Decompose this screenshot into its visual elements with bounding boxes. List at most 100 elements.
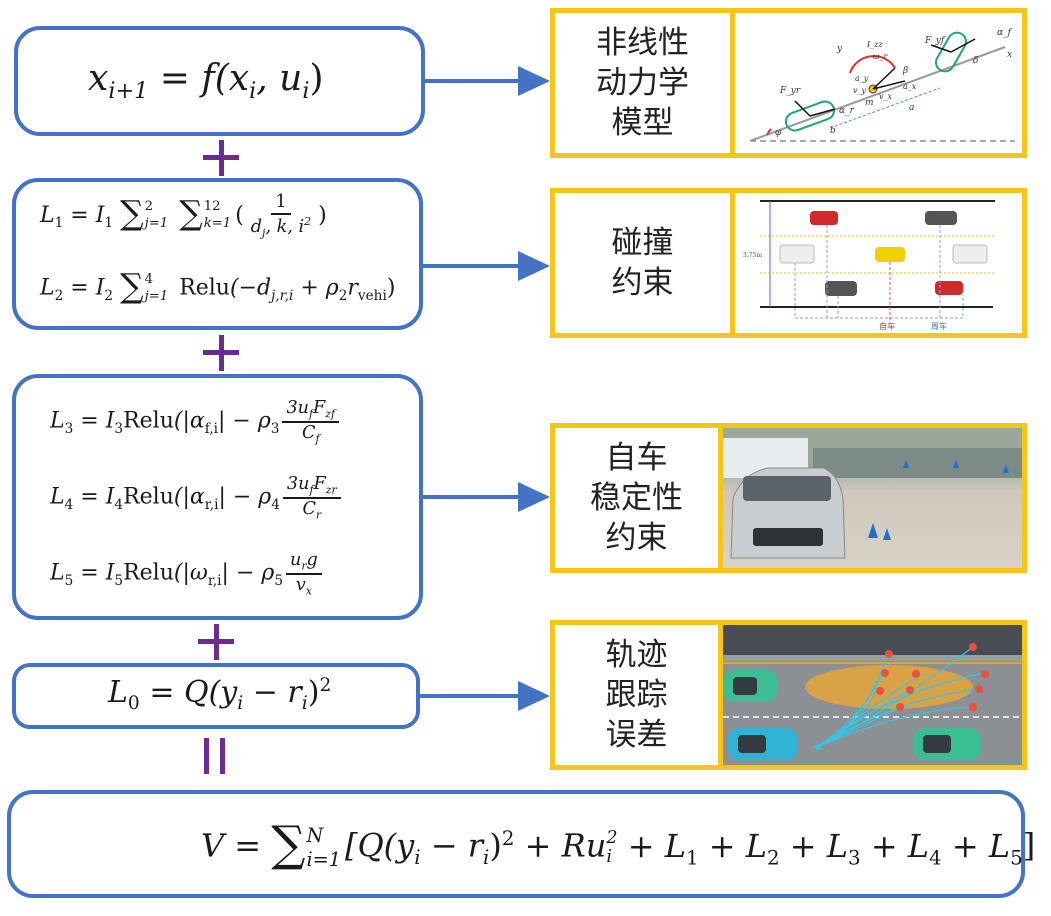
svg-text:3.75m: 3.75m [743,252,762,259]
paren-close: ) [386,275,396,301]
endpoint-markers [876,643,989,711]
cost-term-sub: 2 [766,846,780,870]
x-sub: i+1 [108,78,149,105]
car-photo-icon [723,428,1022,559]
sum-upper: 4 [144,272,154,288]
l2-plus-rho: + ρ [293,275,339,301]
arrow-4 [420,681,550,711]
svg-text:y: y [836,44,843,54]
l1-coef-sub: 1 [104,215,114,232]
arrow-3 [423,482,550,512]
trajectory-sampling-diagram [723,625,1022,765]
lane-collision-diagram: 3.75m 自车 周车 [735,193,1022,333]
panel-label: 碰撞约束 [555,193,735,333]
tracking-formula-box: L0 = Q(yi − ri)2 [12,663,420,729]
cost-term: + L [779,826,849,865]
trajectory-curves [817,646,984,748]
l2-eq: = [70,275,89,301]
cost-term-sub: 3 [848,846,861,870]
svg-text:I_zz: I_zz [866,40,883,49]
l2-coef: I [95,275,105,301]
cost-term: + L [698,826,767,865]
arrow-shaft [423,264,520,268]
vehicle-test-photo [723,428,1022,568]
svg-text:v_y: v_y [853,86,867,95]
denominator: dj, k, i2 [250,215,312,240]
arrow-1 [425,66,550,96]
panel-stability-constraint: 自车稳定性约束 [550,423,1027,573]
plus-operator-2 [203,335,239,371]
paren-open: ( [235,202,244,228]
svg-text:自车: 自车 [879,321,895,331]
svg-text:F_yr: F_yr [779,86,801,96]
arrow-head-icon [518,251,550,281]
svg-text:v_x: v_x [879,92,893,101]
l2-name: L [40,275,55,301]
panel-label: 轨迹跟踪误差 [555,625,723,765]
l1-sub: 1 [54,215,64,232]
cost-term: + L [617,826,686,865]
svg-text:m: m [865,98,874,108]
l2-coef-sub: 2 [104,288,114,305]
cost-term: + L [941,826,1011,865]
trajectory-scene-icon [723,625,1022,760]
bicycle-model-icon: φ F_yr α_r b m v_y v_x a_y a_x a y I_zz … [749,28,1015,142]
arrow-shaft [425,79,520,83]
cost-term-sub: 5 [1010,846,1023,870]
equals-operator [204,738,226,774]
args-open: (x [214,58,250,99]
sum-lower: k=1 [203,215,232,231]
dynamics-formula-box: xi+1 = f(xi, ui) [14,26,425,136]
paren-close: ) [318,202,327,228]
r-sub: vehi [357,288,387,305]
svg-text:α_f: α_f [997,28,1013,38]
f-func: f [201,58,215,99]
svg-text:F_yf: F_yf [924,36,946,46]
panel-label: 非线性动力学模型 [555,13,735,153]
cost-term: + L [860,826,930,865]
arg2-sub: i [302,78,310,105]
cost-term-sub: 1 [685,846,699,870]
arrow-shaft [423,495,520,499]
relu-func: Relu [179,275,230,301]
svg-text:ω_r: ω_r [873,52,889,61]
svg-text:a: a [909,103,914,113]
l2-open: (−d [229,275,272,301]
d-sub: j,r,i [271,288,294,305]
sum-upper: 2 [144,199,154,215]
sum-symbol: ∑ [120,193,144,233]
vehicle-dynamics-diagram: φ F_yr α_r b m v_y v_x a_y a_x a y I_zz … [735,13,1022,153]
plus-operator-3 [198,624,234,660]
arg1-sub: i [249,78,257,105]
l1-eq: = [70,202,89,228]
l1-name: L [40,202,55,228]
dynamics-formula: xi+1 = f(xi, ui) [88,58,324,104]
rho-sub: 2 [338,288,348,305]
svg-text:a_y: a_y [855,74,869,83]
svg-text:δ: δ [973,56,978,66]
sum-symbol: ∑ [120,266,144,305]
numerator: 1 [271,192,291,216]
svg-text:周车: 周车 [931,321,947,331]
arrow-head-icon [518,66,550,96]
sum-upper: 12 [203,199,221,215]
args-comma: , u [256,58,303,99]
arrow-head-icon [518,681,550,711]
plus-operator-1 [203,140,239,176]
panel-collision-constraint: 碰撞约束 3.75m 自车 周车 [550,188,1027,338]
arrow-shaft [420,694,520,698]
